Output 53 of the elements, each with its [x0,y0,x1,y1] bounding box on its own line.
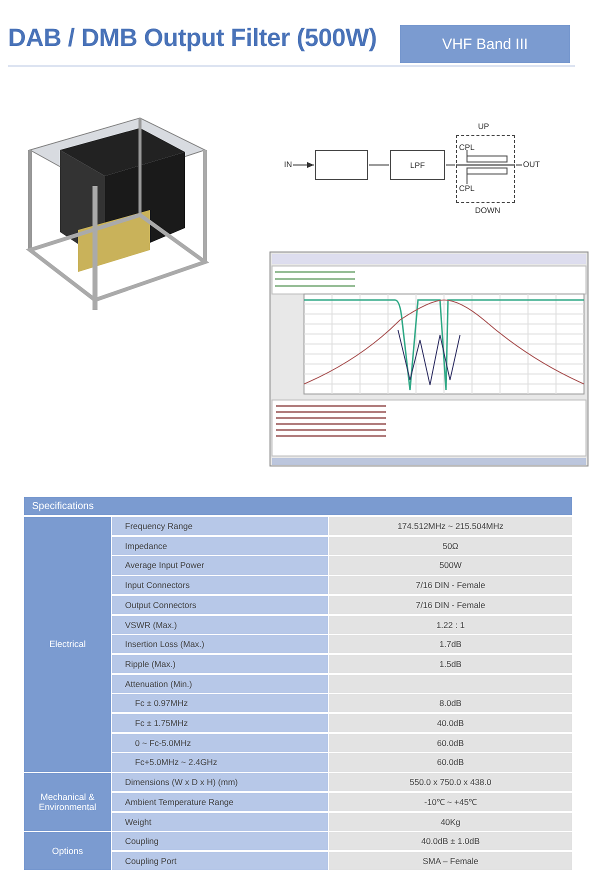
category-cell: Electrical [24,517,111,772]
value-cell: 1.7dB [329,635,572,654]
value-cell: 174.512MHz ~ 215.504MHz [329,517,572,536]
category-cell: Mechanical & Environmental [24,773,111,831]
parameter-cell: Insertion Loss (Max.) [112,635,328,654]
value-cell: 1.5dB [329,654,572,674]
value-cell: 7/16 DIN - Female [329,596,572,614]
parameter-cell: Ambient Temperature Range [112,792,328,811]
parameter-cell: Input Connectors [112,576,328,594]
output-label: OUT [523,160,540,169]
port-label: UP [478,123,490,131]
parameter-cell: Dimensions (W x D x H) (mm) [112,773,328,792]
parameter-cell: Frequency Range [112,517,328,536]
lpf-box: LPF [390,150,445,180]
category-cell: Options [24,832,111,870]
parameter-cell: 0 ~ Fc-5.0MHz [112,734,328,752]
value-cell: 40Kg [329,812,572,831]
value-cell: 500W [329,556,572,575]
value-cell: 50Ω [329,536,572,555]
parameter-cell: Fc+5.0MHz ~ 2.4GHz [112,753,328,772]
parameter-cell: Fc ± 0.97MHz [112,694,328,712]
parameter-cell: Impedance [112,536,328,555]
port-label: DOWN [475,207,500,215]
value-cell: 7/16 DIN - Female [329,576,572,594]
parameter-cell: Average Input Power [112,556,328,575]
connector-line [446,164,456,166]
connector-line [368,164,390,166]
parameter-cell: Attenuation (Min.) [112,674,328,693]
parameter-cell: VSWR (Max.) [112,616,328,634]
connector-line [516,164,522,166]
value-cell: -10℃ ~ +45℃ [329,792,572,811]
filter-box [315,150,368,180]
coupler-label: CPL [459,144,475,152]
value-cell: 60.0dB [329,753,572,772]
value-cell: 40.0dB ± 1.0dB [329,832,572,850]
coupler-label: CPL [459,185,475,193]
value-cell: SMA – Female [329,852,572,870]
page-title: DAB / DMB Output Filter (500W) [8,24,377,53]
parameter-cell: Coupling [112,832,328,850]
table-header: Specifications [24,497,572,515]
value-cell: 40.0dB [329,714,572,732]
input-label: IN [284,160,292,169]
parameter-cell: Coupling Port [112,852,328,870]
parameter-cell: Output Connectors [112,596,328,614]
parameter-cell: Fc ± 1.75MHz [112,714,328,732]
value-cell: 1.22 : 1 [329,616,572,634]
value-cell: 60.0dB [329,734,572,752]
parameter-cell: Weight [112,812,328,831]
band-badge: VHF Band III [400,25,570,63]
value-cell: 8.0dB [329,694,572,712]
value-cell: 550.0 x 750.0 x 438.0 [329,773,572,792]
parameter-cell: Ripple (Max.) [112,654,328,674]
connector-line [292,162,314,168]
